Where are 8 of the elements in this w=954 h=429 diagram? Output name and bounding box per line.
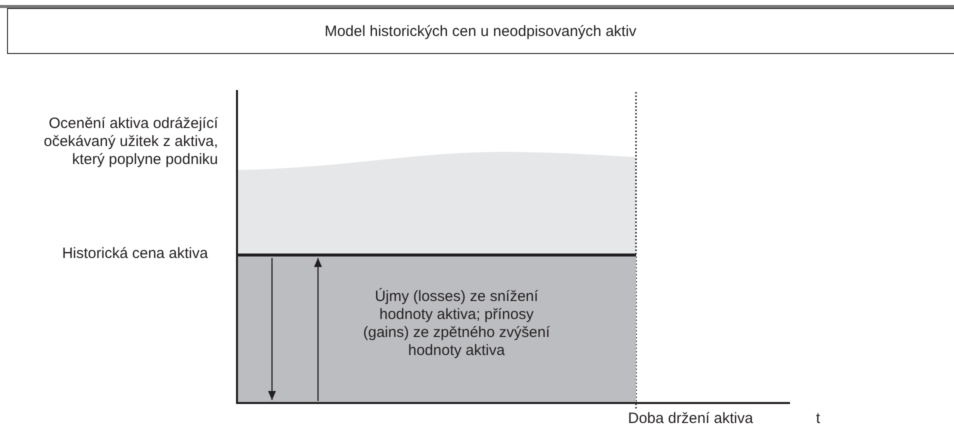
axis-label: t [816, 410, 822, 428]
loss-gain-area [237, 256, 636, 403]
axis-label: Historická cena aktiva [61, 245, 208, 263]
title-text: Model historických cen u neodpisovaných aktiv [324, 22, 636, 40]
title-box [7, 8, 954, 54]
area-text: Újmy (losses) ze snížení hodnoty aktiva; přínosy (gains) ze zpětného zvýšení hodnoty aktiva [362, 288, 551, 360]
axis-label: Ocenění aktiva odrážející očekávaný užitek z aktiva, který poplyne podniku [42, 115, 218, 169]
axis-label: Doba držení aktiva [628, 410, 754, 428]
